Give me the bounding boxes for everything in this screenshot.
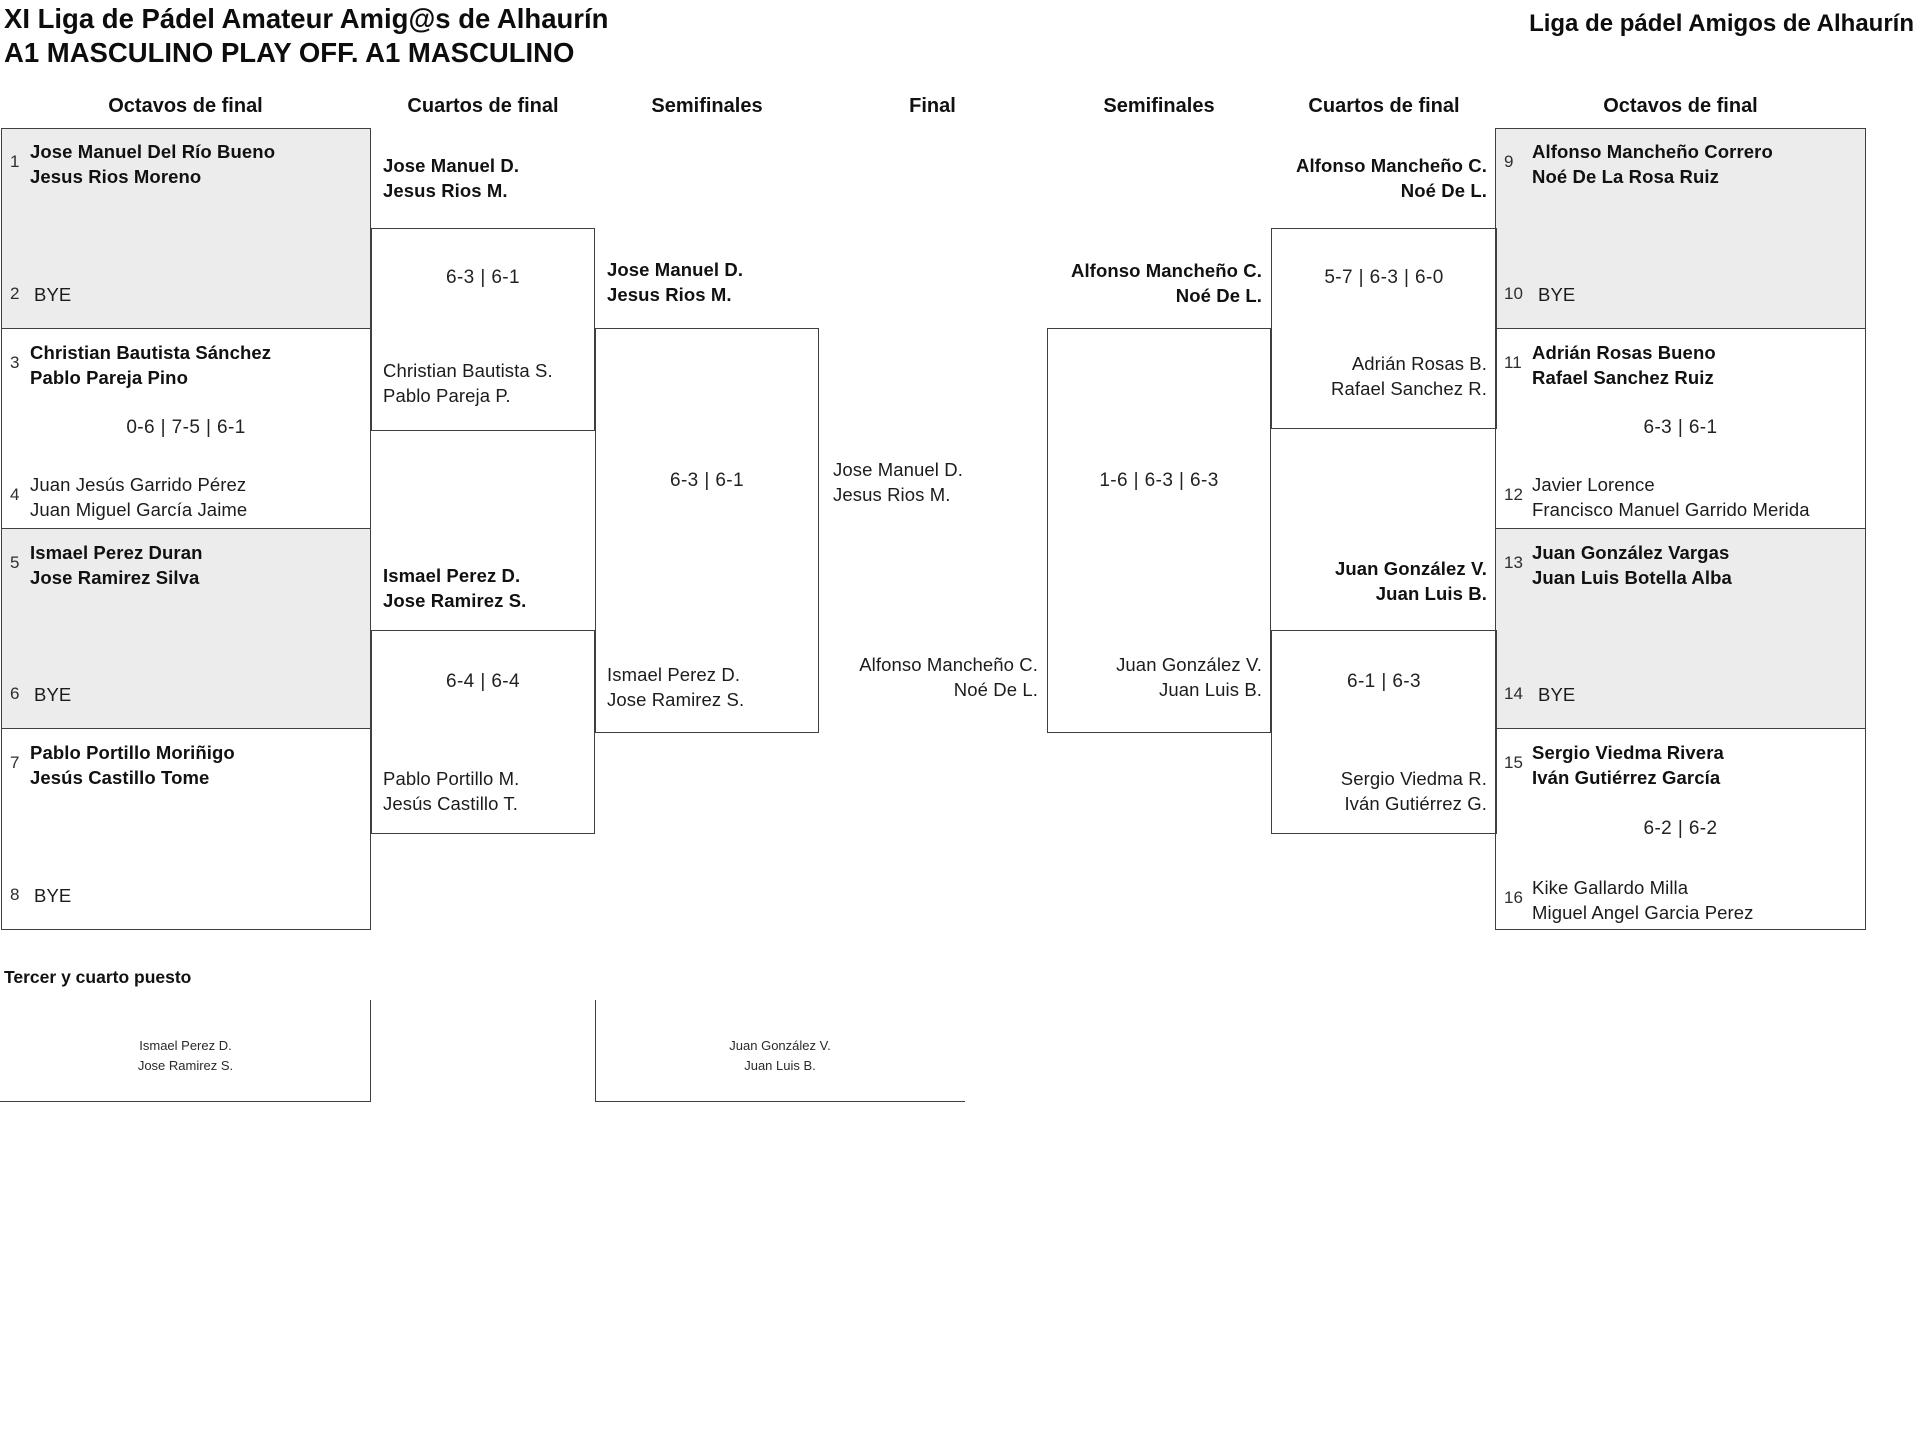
third-place-left-team: Ismael Perez D. Jose Ramirez S. [137, 1038, 234, 1073]
third-place-right-team: Juan González V. Juan Luis B. [729, 1038, 831, 1073]
loser-label: Adrián Rosas B. Rafael Sanchez R. [1331, 353, 1487, 399]
winner-label: Ismael Perez D. Jose Ramirez S. [383, 565, 527, 611]
seed-number: 8 [10, 885, 20, 904]
team-names: Juan Jesús Garrido Pérez Juan Miguel Gar… [30, 474, 248, 520]
match-score: 6-2 | 6-2 [1643, 818, 1718, 839]
seed-number: 7 [10, 753, 20, 772]
team-names: Jose Manuel Del Río Bueno Jesus Rios Mor… [30, 141, 276, 187]
loser-label: Ismael Perez D. Jose Ramirez S. [607, 664, 745, 710]
seed-number: 11 [1504, 353, 1522, 372]
bye-label: BYE [34, 684, 72, 705]
match-score: 0-6 | 7-5 | 6-1 [126, 417, 246, 438]
match-score: 6-3 | 6-1 [445, 267, 520, 288]
seed-number: 6 [10, 684, 20, 703]
match-box-13-14 [1495, 528, 1866, 729]
league-name: Liga de pádel Amigos de Alhaurín [1529, 10, 1914, 37]
winner-label: Alfonso Mancheño C. Noé De L. [1070, 260, 1262, 306]
seed-number: 9 [1504, 152, 1514, 171]
team-names: Alfonso Mancheño Correro Noé De La Rosa … [1532, 141, 1773, 187]
seed-number: 16 [1504, 888, 1523, 907]
round-header-semis-right: Semifinales [1103, 95, 1215, 117]
match-box-9-10 [1495, 128, 1866, 329]
seed-number: 15 [1504, 753, 1523, 772]
seed-number: 3 [10, 353, 20, 372]
round-header-octavos-right: Octavos de final [1603, 95, 1758, 117]
team-names: Javier Lorence Francisco Manuel Garrido … [1532, 474, 1810, 520]
event-subtitle: A1 MASCULINO PLAY OFF. A1 MASCULINO [4, 37, 575, 68]
round-header-cuartos-right: Cuartos de final [1308, 95, 1460, 117]
seed-number: 5 [10, 553, 20, 572]
quarterfinal-box-left-1 [371, 228, 595, 431]
loser-label: Sergio Viedma R. Iván Gutiérrez G. [1340, 768, 1487, 814]
team-names: Juan González Vargas Juan Luis Botella A… [1532, 542, 1732, 588]
semifinal-box-left [595, 328, 819, 733]
match-score: 5-7 | 6-3 | 6-0 [1324, 267, 1444, 288]
team-names: Ismael Perez Duran Jose Ramirez Silva [30, 542, 203, 588]
round-header-octavos-left: Octavos de final [108, 95, 263, 117]
third-place-heading: Tercer y cuarto puesto [4, 967, 192, 987]
match-score: 1-6 | 6-3 | 6-3 [1099, 470, 1219, 491]
match-box-1-2 [1, 128, 371, 329]
quarterfinal-box-left-2 [371, 630, 595, 834]
team-names: Adrián Rosas Bueno Rafael Sanchez Ruiz [1532, 342, 1716, 388]
team-names: Sergio Viedma Rivera Iván Gutiérrez Garc… [1532, 742, 1724, 788]
winner-label: Alfonso Mancheño C. Noé De L. [1295, 155, 1487, 201]
winner-label: Jose Manuel D. Jesus Rios M. [383, 155, 520, 201]
seed-number: 2 [10, 284, 20, 303]
match-box-7-8 [1, 728, 371, 930]
tournament-title: XI Liga de Pádel Amateur Amig@s de Alhau… [4, 3, 609, 34]
seed-number: 1 [10, 152, 20, 171]
third-place-left-connector [0, 1000, 371, 1102]
quarterfinal-box-right-1 [1271, 228, 1497, 429]
bye-label: BYE [34, 284, 72, 305]
round-header-cuartos-left: Cuartos de final [407, 95, 559, 117]
finalist-left: Jose Manuel D. Jesus Rios M. [833, 459, 963, 505]
loser-label: Juan González V. Juan Luis B. [1116, 654, 1262, 700]
bye-label: BYE [34, 885, 72, 906]
team-names: Christian Bautista Sánchez Pablo Pareja … [30, 342, 272, 388]
team-names: Pablo Portillo Moriñigo Jesús Castillo T… [30, 742, 235, 788]
bye-label: BYE [1538, 284, 1576, 305]
seed-number: 10 [1504, 284, 1523, 303]
quarterfinal-box-right-2 [1271, 630, 1497, 834]
winner-label: Juan González V. Juan Luis B. [1334, 558, 1487, 604]
match-box-3-4 [1, 328, 371, 529]
seed-number: 14 [1504, 684, 1523, 703]
match-score: 6-3 | 6-1 [1643, 417, 1718, 438]
round-header-final: Final [909, 95, 956, 117]
semifinal-box-right [1047, 328, 1271, 733]
finalist-right: Alfonso Mancheño C. Noé De L. [859, 654, 1038, 700]
seed-number: 12 [1504, 485, 1523, 504]
seed-number: 4 [10, 485, 20, 504]
round-header-semis-left: Semifinales [651, 95, 763, 117]
team-names: Kike Gallardo Milla Miguel Angel Garcia … [1532, 877, 1754, 923]
match-score: 6-1 | 6-3 [1346, 671, 1421, 692]
seed-number: 13 [1504, 553, 1523, 572]
loser-label: Pablo Portillo M. Jesús Castillo T. [383, 768, 520, 814]
match-score: 6-3 | 6-1 [669, 470, 744, 491]
winner-label: Jose Manuel D. Jesus Rios M. [607, 259, 744, 305]
match-box-11-12 [1495, 328, 1866, 529]
loser-label: Christian Bautista S. Pablo Pareja P. [383, 360, 553, 406]
bye-label: BYE [1538, 684, 1576, 705]
match-score: 6-4 | 6-4 [445, 671, 520, 692]
third-place-right-connector [595, 1000, 965, 1102]
match-box-15-16 [1495, 728, 1866, 930]
